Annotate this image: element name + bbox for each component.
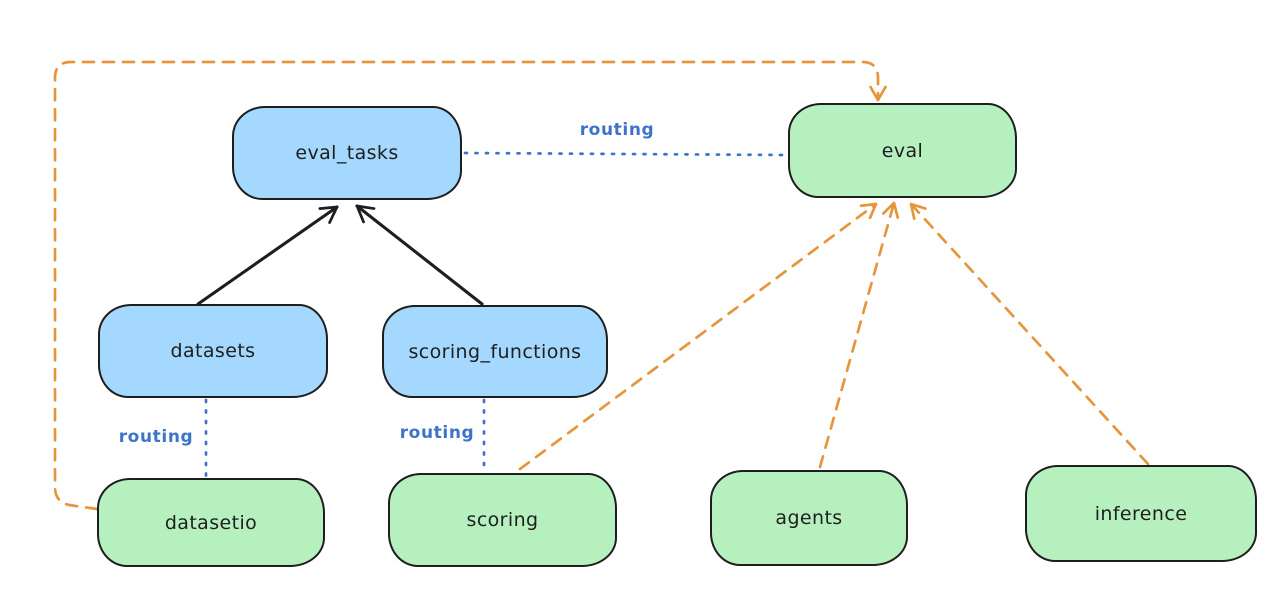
edge-label-eval_tasks-to-eval: routing xyxy=(579,120,655,140)
edge-label-datasets-to-datasetio: routing xyxy=(118,427,194,447)
edge-eval_tasks-to-eval xyxy=(463,151,788,157)
node-label-eval: eval xyxy=(881,139,924,162)
node-scoring[interactable]: scoring xyxy=(388,473,617,567)
node-agents[interactable]: agents xyxy=(710,470,908,566)
node-inference[interactable]: inference xyxy=(1025,465,1257,562)
node-label-inference: inference xyxy=(1094,502,1188,525)
node-label-eval_tasks: eval_tasks xyxy=(295,142,399,164)
node-label-datasets: datasets xyxy=(170,340,256,362)
edge-scoring_functions-to-eval_tasks xyxy=(355,204,484,306)
node-scoring_functions[interactable]: scoring_functions xyxy=(382,305,608,398)
node-eval_tasks[interactable]: eval_tasks xyxy=(232,106,462,200)
node-datasetio[interactable]: datasetio xyxy=(97,478,325,567)
node-label-scoring: scoring xyxy=(466,509,539,531)
edge-label-scoring_functions-to-scoring: routing xyxy=(399,423,475,443)
node-eval[interactable]: eval xyxy=(788,103,1017,198)
node-datasets[interactable]: datasets xyxy=(98,304,328,398)
edge-inference-to-eval xyxy=(909,202,1150,466)
edge-agents-to-eval xyxy=(818,201,900,469)
node-label-agents: agents xyxy=(775,507,843,529)
edge-datasets-to-eval_tasks xyxy=(196,205,339,306)
node-label-scoring_functions: scoring_functions xyxy=(408,340,582,363)
node-label-datasetio: datasetio xyxy=(164,511,258,534)
